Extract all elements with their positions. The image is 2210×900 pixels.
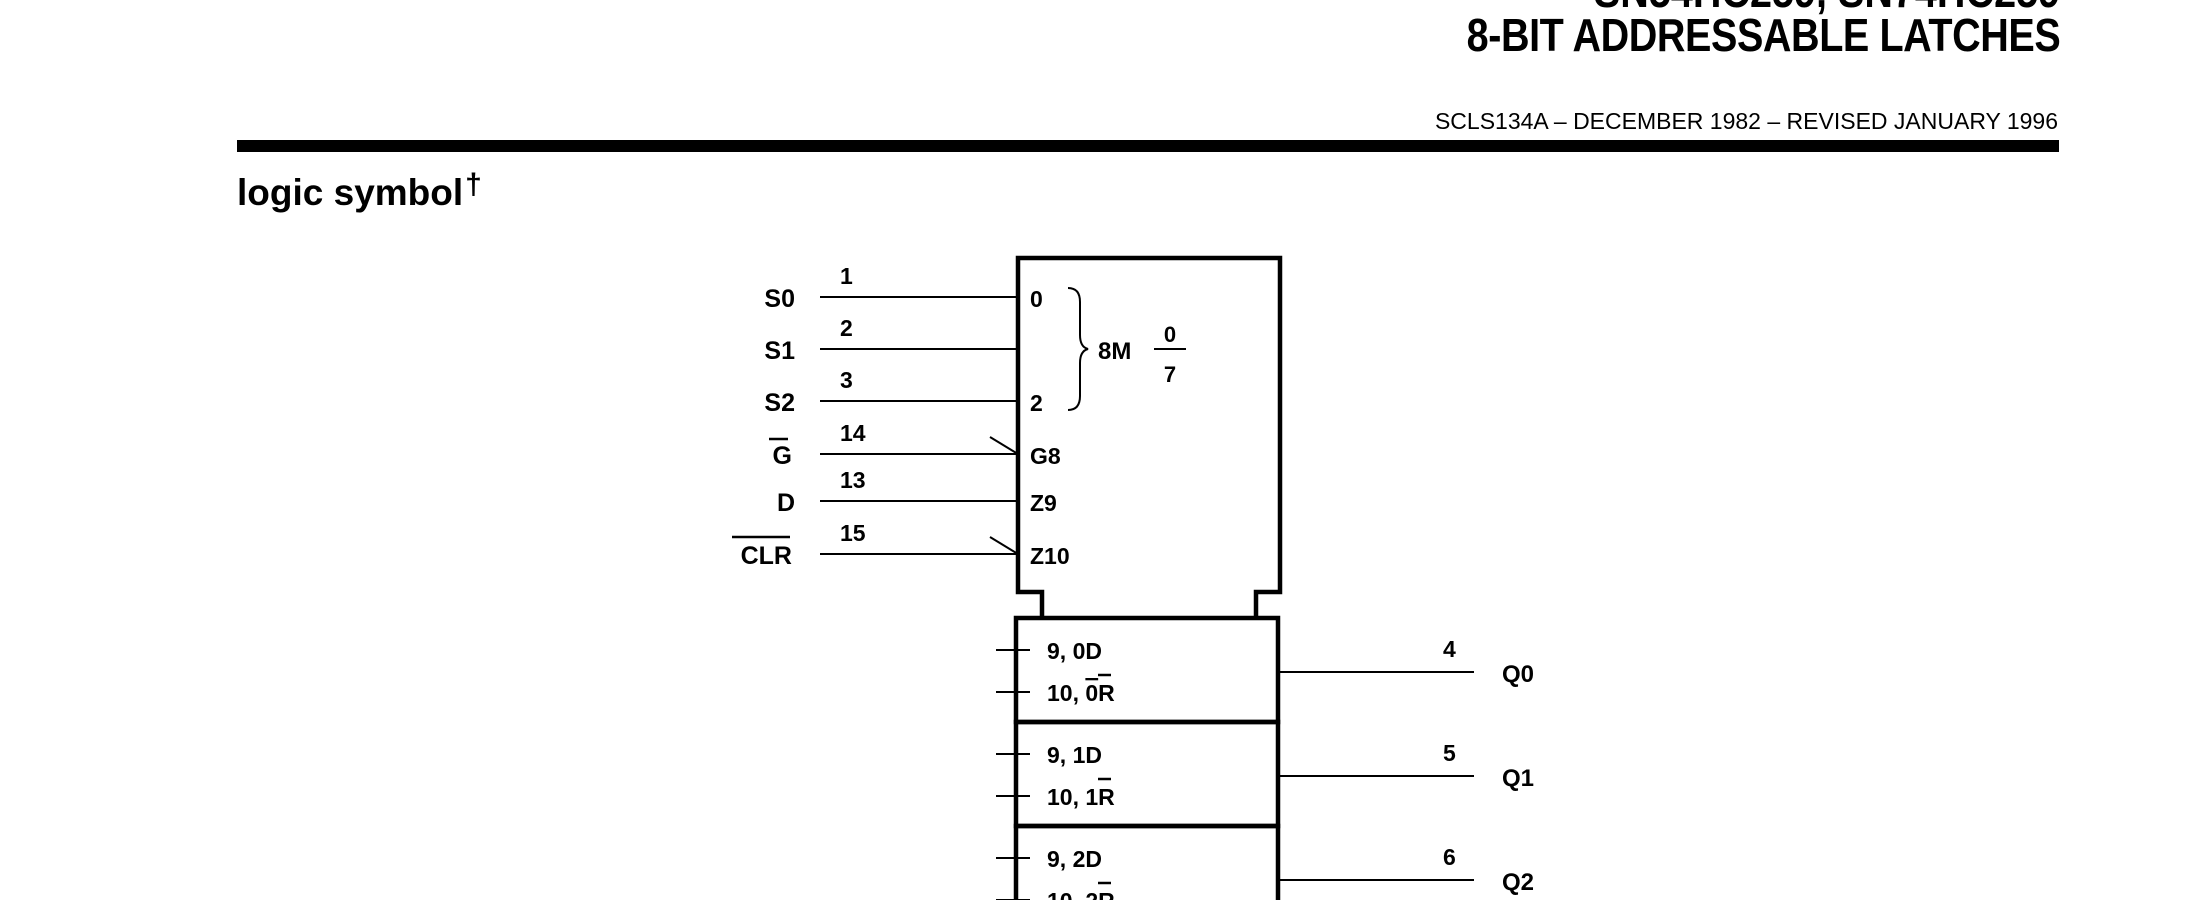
latch2-r-digit: 2: [1085, 888, 1098, 900]
pin-number-clr: 15: [840, 520, 866, 546]
latch2-pin: 6: [1443, 844, 1456, 870]
latch1-output-label: Q1: [1502, 765, 1534, 792]
pin-number-s0: 1: [840, 263, 853, 289]
latch-box-2: [1013, 823, 1281, 900]
internal-label-g8: G8: [1030, 443, 1061, 469]
input-label-s1: S1: [764, 337, 795, 365]
polarity-indicator-g: [989, 436, 1019, 455]
input-label-s2: S2: [764, 389, 795, 417]
internal-label-z10: Z10: [1030, 543, 1070, 569]
footnote-mark: †: [465, 168, 482, 201]
latch1-pin: 5: [1443, 740, 1456, 766]
latch1-r-suffix: R: [1098, 784, 1115, 810]
latch1-r-digit: 1: [1085, 784, 1098, 810]
latch0-d-label: 9, 0D: [1047, 638, 1102, 664]
control-block: [1015, 255, 1283, 617]
latch0-output-label: Q0: [1502, 661, 1534, 688]
mux-fraction-top: 0: [1164, 322, 1176, 347]
input-label-d: D: [777, 489, 795, 517]
latch-box-1: [1013, 719, 1281, 829]
latch2-r-label: 10, 2R: [1047, 888, 1115, 900]
input-label-clr: CLR: [741, 542, 792, 570]
latch1-d-label: 9, 1D: [1047, 742, 1102, 768]
latch2-r-suffix: R: [1098, 888, 1115, 900]
pin-number-g: 14: [840, 420, 866, 446]
section-title: logic symbol†: [237, 168, 482, 214]
internal-label-z9: Z9: [1030, 490, 1057, 516]
document-number: SCLS134A – DECEMBER 1982 – REVISED JANUA…: [1434, 108, 2058, 134]
input-label-g: G: [773, 442, 792, 470]
internal-label-0: 0: [1030, 286, 1043, 312]
input-label-s0: S0: [764, 285, 795, 313]
latch2-r-prefix: 10,: [1047, 888, 1085, 900]
internal-label-2: 2: [1030, 390, 1043, 416]
latch0-r-prefix: 10,: [1047, 680, 1085, 706]
latch1-r-prefix: 10,: [1047, 784, 1085, 810]
polarity-indicator-clr: [989, 536, 1019, 555]
pin-number-s1: 2: [840, 315, 853, 341]
latch0-r-label: 10, 0R: [1047, 680, 1115, 706]
part-numbers-heading: SN54HC259, SN74HC259: [1594, 0, 2060, 18]
latch2-d-label: 9, 2D: [1047, 846, 1102, 872]
latch-box-0: [1013, 615, 1281, 725]
mux-label: 8M: [1098, 338, 1131, 365]
header-rule: [237, 140, 2059, 152]
mux-fraction-bottom: 7: [1164, 362, 1176, 387]
document-title: 8-BIT ADDRESSABLE LATCHES: [1466, 9, 2060, 61]
address-brace: [1067, 287, 1089, 411]
latch0-pin: 4: [1443, 636, 1456, 662]
latch1-r-label: 10, 1R: [1047, 784, 1115, 810]
latch0-r-suffix: R: [1098, 680, 1115, 706]
pin-number-s2: 3: [840, 367, 853, 393]
latch2-output-label: Q2: [1502, 869, 1534, 896]
latch0-r-digit: 0: [1085, 680, 1098, 706]
pin-number-d: 13: [840, 467, 866, 493]
section-title-text: logic symbol: [237, 172, 464, 213]
